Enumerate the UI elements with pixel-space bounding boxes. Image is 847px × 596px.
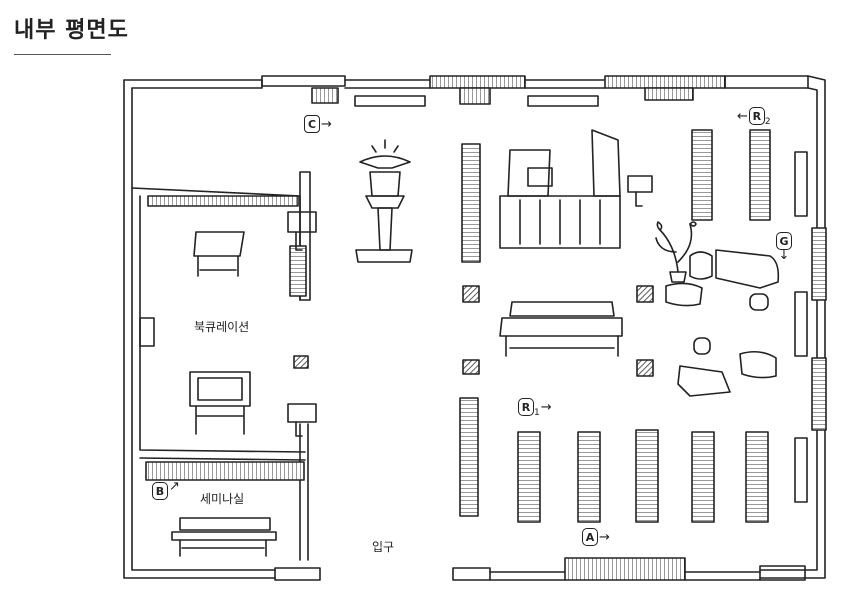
- marker-a[interactable]: A →: [582, 528, 611, 546]
- central-reading-table: [499, 301, 623, 357]
- lounge-sofa-1: [689, 249, 780, 289]
- shelf-a4: [691, 431, 715, 523]
- shelf-r1: [459, 397, 479, 517]
- shelf-r2b: [749, 129, 771, 221]
- seminar-table: [171, 517, 277, 557]
- room-label-entrance: 입구: [372, 540, 395, 554]
- marker-r1-letter: R: [518, 398, 534, 416]
- seminar-room-wall: [139, 457, 306, 481]
- marker-r2-letter: R: [748, 107, 765, 125]
- marker-c-letter: C: [304, 115, 320, 133]
- marker-r1-arrow: →: [540, 399, 552, 415]
- service-desk: [499, 129, 621, 249]
- marker-a-arrow: →: [599, 529, 610, 545]
- title-underline: [14, 54, 111, 55]
- lounge-sofa-2: [665, 282, 777, 397]
- outer-wall: [123, 75, 826, 581]
- marker-a-letter: A: [582, 528, 598, 546]
- curation-table-2: [189, 371, 251, 435]
- shelf-a1: [517, 431, 541, 523]
- column-2: [636, 285, 654, 303]
- column-1: [462, 285, 480, 303]
- curation-table-1: [193, 231, 245, 277]
- lantern-sculpture: [355, 139, 413, 263]
- marker-r2-sub: 2: [764, 117, 771, 127]
- marker-b-arrow: ↗: [169, 478, 180, 494]
- marker-g-arrow: ↓: [778, 248, 790, 263]
- shelf-r2a: [691, 129, 713, 221]
- room-label-seminar: 세미나실: [200, 492, 245, 506]
- marker-r2-arrow: ←: [737, 108, 748, 124]
- shelf-a3: [635, 429, 659, 523]
- kiosk-monitor-1: [627, 175, 653, 193]
- shelf-a2: [577, 431, 601, 523]
- room-label-book-curation: 북큐레이션: [194, 320, 250, 334]
- shelf-a5: [745, 431, 769, 523]
- marker-b-letter: B: [152, 482, 168, 500]
- marker-r1-sub: 1: [534, 408, 540, 418]
- stool-1: [749, 293, 769, 311]
- marker-c-arrow: →: [321, 116, 332, 132]
- stool-2: [693, 337, 711, 355]
- plant-icon: [655, 221, 697, 283]
- column-4: [636, 359, 654, 377]
- marker-g-letter: G: [776, 232, 792, 250]
- marker-r1[interactable]: R 1 →: [518, 398, 553, 418]
- marker-r2[interactable]: ← R 2: [736, 107, 771, 127]
- page-title: 내부 평면도: [14, 18, 129, 43]
- marker-b[interactable]: B ↗: [152, 478, 181, 500]
- column-3: [462, 359, 480, 375]
- marker-c[interactable]: C →: [304, 115, 333, 133]
- book-curation-room-wall: [131, 171, 317, 561]
- shelf-c1: [461, 143, 481, 263]
- marker-g[interactable]: G ↓: [776, 232, 792, 262]
